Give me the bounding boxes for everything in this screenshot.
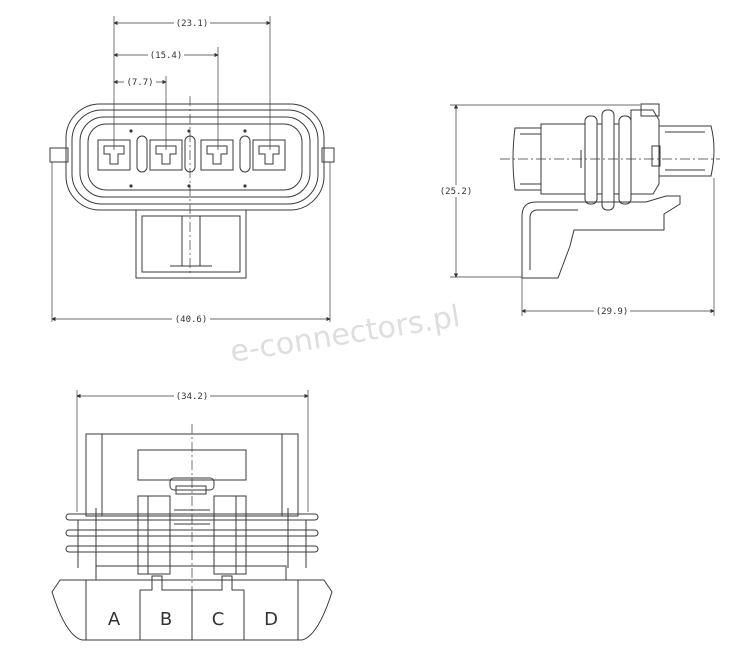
pin-label-b: B (160, 609, 172, 630)
terminal-4 (252, 139, 286, 171)
bottom-dimension-labels: (34.2) (174, 390, 210, 402)
pin-label-d: D (264, 609, 278, 630)
watermark: e-connectors.pl (228, 299, 463, 370)
bottom-latch (137, 449, 247, 481)
side-plug-right (658, 125, 715, 177)
dim-29-9: (29.9) (596, 307, 629, 317)
side-housing (630, 109, 660, 195)
terminal-3 (200, 139, 234, 171)
dim-34-2: (34.2) (176, 392, 209, 402)
side-dimension-labels: (25.2) (29.9) (439, 185, 630, 317)
front-dimensions (51, 16, 331, 322)
dim-15-4: (15.4) (150, 51, 183, 61)
dim-25-2: (25.2) (440, 187, 473, 197)
latch-block (135, 209, 247, 279)
seal-rib-3 (618, 115, 632, 205)
dim-40-6: (40.6) (175, 315, 208, 325)
side-view (500, 103, 720, 279)
right-tab (321, 147, 335, 163)
bottom-pin-housing (51, 579, 333, 641)
divider-3 (239, 135, 251, 173)
pin-label-a: A (108, 609, 121, 630)
seal-rib-1 (584, 115, 598, 205)
bottom-view (51, 424, 333, 641)
cavity (87, 123, 303, 191)
pin-label-c: C (212, 609, 225, 630)
pin-labels: A B C D (108, 609, 278, 630)
dim-7-7: (7.7) (126, 78, 153, 88)
side-dimensions (450, 104, 715, 316)
housing-mid (71, 109, 319, 205)
left-tab (49, 147, 69, 163)
side-latch (521, 195, 681, 279)
side-plug-left (512, 127, 542, 191)
front-dimension-labels: (23.1) (15.4) (7.7) (40.6) (124, 17, 210, 325)
dim-23-1: (23.1) (176, 19, 209, 29)
latch-inner (141, 215, 241, 273)
divider-1 (136, 135, 148, 173)
front-view (49, 96, 335, 279)
housing-inner (79, 116, 311, 198)
seal-rib-2 (601, 109, 615, 211)
